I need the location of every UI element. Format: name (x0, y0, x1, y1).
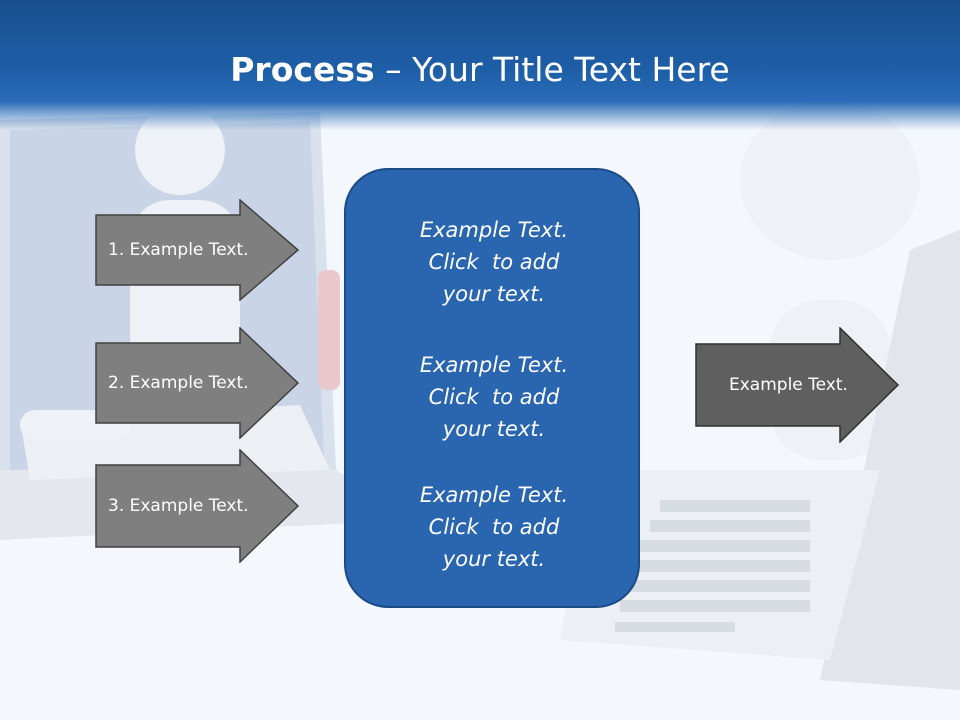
text-line: Example Text. (419, 218, 569, 242)
arrow-label: Example Text. (729, 375, 848, 395)
title-banner (0, 0, 960, 130)
text-line: your text. (442, 417, 546, 441)
arrow-step-3[interactable]: 3. Example Text. (95, 449, 300, 563)
arrow-output[interactable]: Example Text. (695, 327, 900, 443)
arrow-label: 1. Example Text. (108, 240, 249, 260)
arrow-shape (95, 449, 300, 563)
arrow-shape (695, 327, 900, 443)
arrow-shape (95, 199, 300, 301)
text-line: Click to add (428, 250, 560, 274)
text-block-3: Example Text. Click to add your text. (346, 479, 642, 575)
title-rest: – Your Title Text Here (374, 50, 730, 89)
slide-title[interactable]: Process – Your Title Text Here (0, 50, 960, 89)
text-line: your text. (442, 282, 546, 306)
text-line: Example Text. (419, 353, 569, 377)
arrow-step-1[interactable]: 1. Example Text. (95, 199, 300, 301)
text-line: Click to add (428, 515, 560, 539)
arrow-label: 2. Example Text. (108, 373, 249, 393)
arrow-step-2[interactable]: 2. Example Text. (95, 327, 300, 439)
title-bold: Process (230, 50, 375, 89)
text-block-1: Example Text. Click to add your text. (346, 214, 642, 310)
center-process-box[interactable]: Example Text. Click to add your text. Ex… (344, 168, 640, 608)
text-block-2: Example Text. Click to add your text. (346, 349, 642, 445)
arrow-label: 3. Example Text. (108, 496, 249, 516)
text-line: Example Text. (419, 483, 569, 507)
text-line: Click to add (428, 385, 560, 409)
text-line: your text. (442, 547, 546, 571)
arrow-shape (95, 327, 300, 439)
